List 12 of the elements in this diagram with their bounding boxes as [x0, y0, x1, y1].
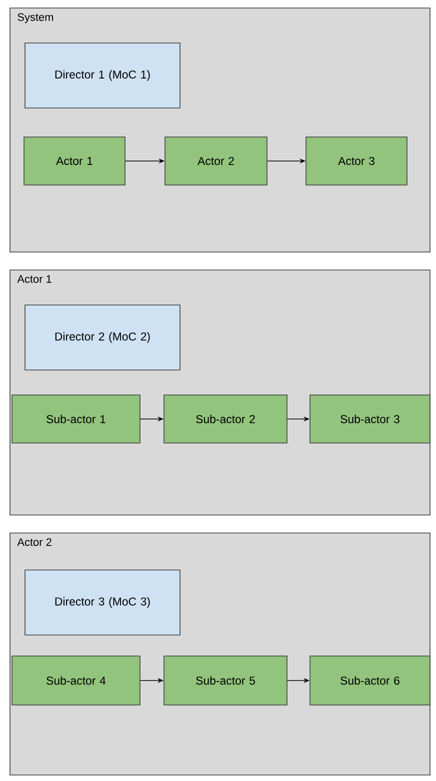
director-box: Director 2 (MoC 2)	[24, 304, 180, 370]
actor-box: Sub-actor 2	[164, 394, 288, 444]
actor-box: Actor 3	[306, 136, 408, 186]
actor-box: Actor 1	[24, 136, 126, 186]
director-box: Director 1 (MoC 1)	[24, 42, 180, 108]
actor-box: Sub-actor 4	[12, 656, 140, 706]
actor-box: Sub-actor 3	[310, 394, 430, 444]
director-box: Director 3 (MoC 3)	[24, 570, 180, 636]
actor-box: Actor 2	[164, 136, 268, 186]
actor-box: Sub-actor 1	[12, 394, 140, 444]
actor-box: Sub-actor 5	[164, 656, 288, 706]
actor-box: Sub-actor 6	[310, 656, 430, 706]
